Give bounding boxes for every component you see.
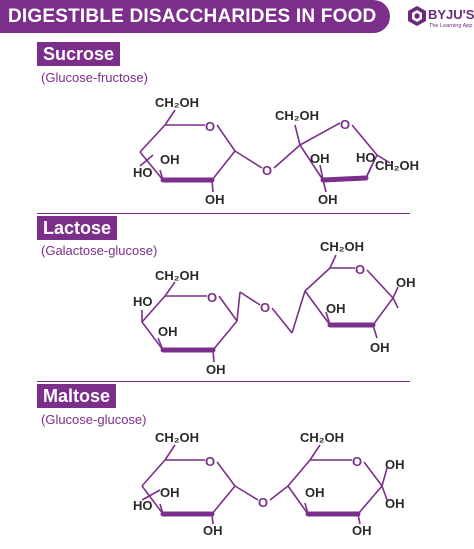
hydroxyl-label: OH [203,523,223,538]
sucrose-glucose-ring: O CH₂OH OH HO OH [133,95,263,207]
ch2oh-label: CH₂OH [275,108,319,123]
hydroxyl-label: OH [396,275,416,290]
title-banner: DIGESTIBLE DISACCHARIDES IN FOOD [0,0,390,33]
sucrose-structure: O CH₂OH OH HO OH O O CH₂OH OH HO CH₂OH O… [133,95,419,207]
ring-oxygen-label: O [340,117,350,132]
ch2oh-label: CH₂OH [155,95,199,110]
sucrose-fructose-ring: O CH₂OH OH HO CH₂OH OH [275,108,419,207]
lactose-structure: O CH₂OH HO OH OH O O CH₂OH OH OH OH [133,239,416,377]
hydroxyl-label: OH [205,192,225,207]
ch2oh-label: CH₂OH [300,430,344,445]
section-title-sucrose: Sucrose [37,42,121,66]
ring-oxygen-label: O [205,119,215,134]
ch2oh-label: CH₂OH [375,158,419,173]
hydroxyl-label: OH [160,152,180,167]
maltose-glucose-ring-2: O CH₂OH OH OH OH OH [287,430,405,538]
section-title-lactose: Lactose [37,216,118,240]
ring-oxygen-label: O [205,454,215,469]
brand-name: BYJU'S [428,7,474,22]
maltose-structure: O CH₂OH OH HO OH O O CH₂OH OH OH OH OH [133,430,405,538]
hydroxyl-label: OH [158,324,178,339]
hydroxyl-label: OH [352,523,372,538]
bridge-oxygen-label: O [260,300,270,315]
bridge-oxygen-label: O [262,163,272,178]
hydroxyl-label: OH [318,192,338,207]
section-divider [37,381,410,382]
ch2oh-label: CH₂OH [155,268,199,283]
hydroxyl-label: HO [356,150,376,165]
ring-oxygen-label: O [207,290,217,305]
hydroxyl-label: HO [133,165,153,180]
hydroxyl-label: OH [326,301,346,316]
hydroxyl-label: OH [160,485,180,500]
ring-oxygen-label: O [355,262,365,277]
hydroxyl-label: OH [206,362,226,377]
maltose-glucose-ring-1: O CH₂OH OH HO OH [133,430,259,538]
hydroxyl-label: HO [133,294,153,309]
section-subtitle-maltose: (Glucose-glucose) [41,412,147,427]
hydroxyl-label: OH [370,340,390,355]
section-title-maltose: Maltose [37,384,117,408]
hydroxyl-label: OH [305,485,325,500]
section-subtitle-lactose: (Galactose-glucose) [41,243,158,258]
brand-logo: BYJU'S The Learning App [408,6,474,36]
brand-tagline: The Learning App [429,23,473,29]
hydroxyl-label: OH [385,457,405,472]
section-subtitle-sucrose: (Glucose-fructose) [41,70,148,85]
lactose-galactose-ring: O CH₂OH HO OH OH [133,268,261,377]
ch2oh-label: CH₂OH [320,239,364,254]
hydroxyl-label: OH [310,151,330,166]
bridge-oxygen-label: O [258,495,268,510]
hydroxyl-label: HO [133,498,153,513]
ch2oh-label: CH₂OH [155,430,199,445]
lactose-glucose-ring: O CH₂OH OH OH OH [304,239,416,355]
section-divider [37,213,410,214]
page-title: DIGESTIBLE DISACCHARIDES IN FOOD [8,6,377,27]
hydroxyl-label: OH [385,496,405,511]
ring-oxygen-label: O [352,454,362,469]
byjus-logo-icon [408,6,426,26]
